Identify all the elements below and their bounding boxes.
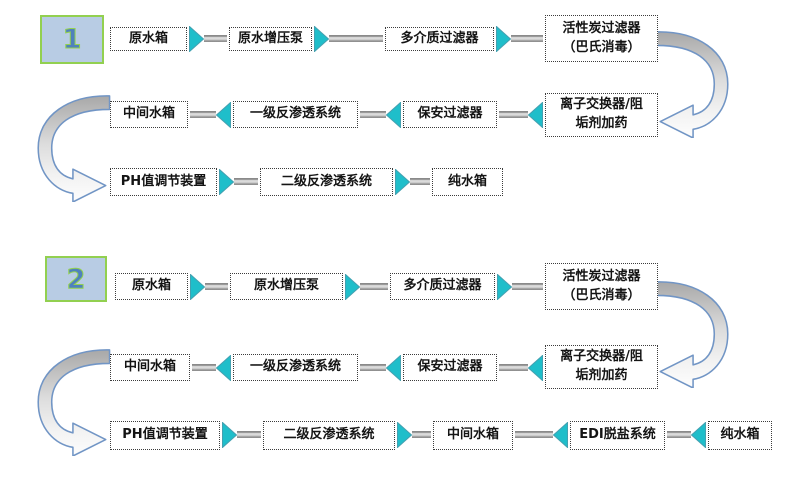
flow-connector-line (512, 283, 543, 290)
flow-step-box: 活性炭过滤器 （巴氏消毒） (545, 15, 658, 62)
flow-connector-line (204, 35, 227, 42)
flow-connector-line (360, 283, 388, 290)
flow-connector-line (205, 283, 228, 290)
flow-step-box: 中间水箱 (110, 354, 190, 381)
flow-step-box: 二级反渗透系统 (263, 421, 395, 450)
arrowhead-right-icon (497, 274, 512, 300)
arrowhead-left-icon (553, 422, 568, 448)
flow-step-box: 离子交换器/阻 垢剂加药 (545, 93, 658, 137)
flow-step-box: 纯水箱 (432, 168, 503, 196)
diagram-1-number-badge: 1 (40, 15, 104, 64)
flow-connector-line (511, 35, 543, 42)
arrowhead-left-icon (691, 422, 706, 448)
arrowhead-left-icon (528, 355, 543, 381)
flow-step-box: 活性炭过滤器 （巴氏消毒） (545, 263, 658, 310)
flow-step-box: 纯水箱 (708, 421, 772, 450)
flow-step-box: 二级反渗透系统 (260, 168, 393, 196)
flow-step-box: PH值调节装置 (110, 421, 220, 450)
arrowhead-right-icon (345, 274, 360, 300)
flow-connector-line (190, 111, 216, 118)
arrowhead-right-icon (496, 26, 511, 52)
flow-step-box: 多介质过滤器 (385, 27, 494, 51)
diagram-2-number-badge: 2 (45, 256, 107, 302)
flow-step-box: PH值调节装置 (110, 168, 217, 196)
flow-connector-line (192, 364, 216, 371)
arrowhead-right-icon (219, 169, 234, 195)
curved-wrap-arrow-left-icon (37, 349, 111, 456)
flow-step-box: 原水箱 (115, 273, 188, 300)
arrowhead-left-icon (386, 102, 401, 128)
flow-step-box: EDI脱盐系统 (570, 421, 665, 450)
flow-step-box: 原水箱 (110, 27, 187, 51)
arrowhead-right-icon (222, 422, 237, 448)
curved-wrap-arrow-right-icon (655, 31, 729, 138)
flow-step-box: 多介质过滤器 (390, 273, 495, 300)
arrowhead-right-icon (189, 26, 204, 52)
flow-connector-line (410, 178, 430, 185)
curved-wrap-arrow-right-icon (655, 281, 729, 388)
flow-step-box: 一级反渗透系统 (233, 354, 358, 381)
arrowhead-left-icon (386, 355, 401, 381)
flow-connector-line (237, 431, 261, 438)
flow-connector-line (499, 111, 528, 118)
flow-step-box: 原水增压泵 (230, 273, 343, 300)
flow-connector-line (360, 111, 386, 118)
arrowhead-right-icon (395, 169, 410, 195)
flow-connector-line (360, 364, 386, 371)
curved-wrap-arrow-left-icon (37, 95, 111, 202)
flow-connector-line (499, 364, 528, 371)
flow-step-box: 中间水箱 (433, 421, 513, 450)
flow-step-box: 离子交换器/阻 垢剂加药 (545, 345, 658, 389)
flow-connector-line (667, 431, 691, 438)
flow-connector-line (515, 431, 553, 438)
flow-step-box: 保安过滤器 (403, 354, 497, 381)
flow-connector-line (412, 431, 431, 438)
arrowhead-left-icon (528, 102, 543, 128)
arrowhead-right-icon (397, 422, 412, 448)
flow-step-box: 保安过滤器 (403, 101, 497, 128)
arrowhead-right-icon (314, 26, 329, 52)
flow-step-box: 原水增压泵 (229, 27, 312, 51)
flow-step-box: 中间水箱 (110, 101, 188, 128)
arrowhead-left-icon (216, 355, 231, 381)
arrowhead-right-icon (190, 274, 205, 300)
flow-connector-line (329, 35, 383, 42)
flow-step-box: 一级反渗透系统 (233, 101, 358, 128)
arrowhead-left-icon (216, 102, 231, 128)
flow-connector-line (234, 178, 258, 185)
